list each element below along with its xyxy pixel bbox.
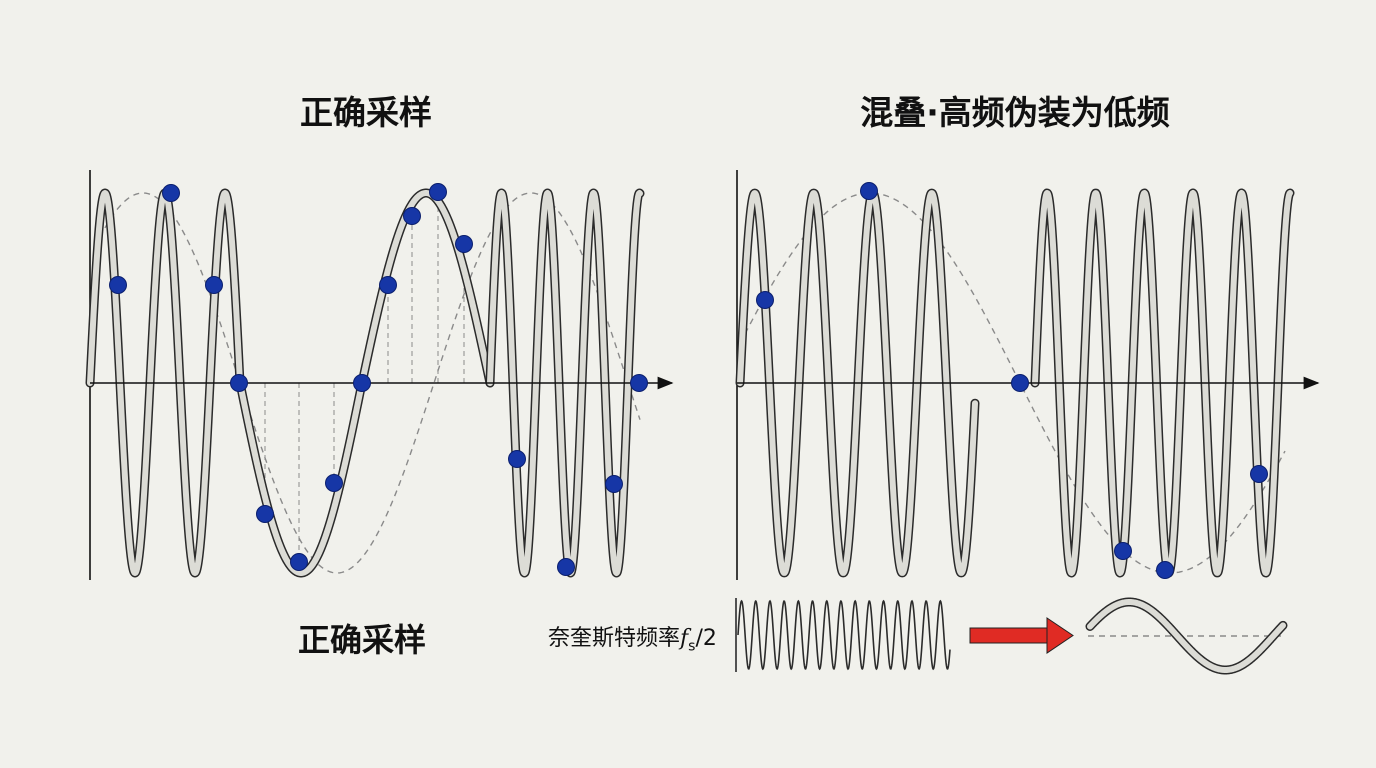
high-frequency-wave: [737, 599, 951, 671]
sample-dot: [429, 183, 447, 201]
sample-dot: [353, 374, 371, 392]
sample-dot: [205, 276, 223, 294]
sample-dot: [455, 235, 473, 253]
sample-dot: [162, 184, 180, 202]
sample-dot: [1011, 374, 1029, 392]
sample-dot: [1114, 542, 1132, 560]
sample-dot: [860, 182, 878, 200]
left-reconstructed-dashed-curve: [94, 192, 641, 574]
sample-dot: [379, 276, 397, 294]
sample-dot: [1250, 465, 1268, 483]
sample-dot: [605, 475, 623, 493]
nyquist-suffix: /2: [695, 626, 717, 651]
right-sample-points: [756, 182, 1268, 579]
left-panel: [85, 170, 674, 580]
left-panel-title: 正确采样: [300, 93, 432, 132]
nyquist-text: 奈奎斯特频率: [548, 626, 681, 651]
ribbon-fill: [1032, 190, 1293, 576]
sample-dot: [630, 374, 648, 392]
sample-dot: [230, 374, 248, 392]
right-arrow-icon: [969, 617, 1074, 654]
bottom-left-label: 正确采样: [297, 621, 427, 659]
nyquist-illustration: [735, 597, 1288, 675]
sample-dot: [1156, 561, 1174, 579]
ribbon-fill: [487, 190, 643, 576]
sample-dot: [557, 558, 575, 576]
sample-dot: [325, 474, 343, 492]
nyquist-frequency-label: 奈奎斯特频率fs/2: [548, 620, 717, 654]
left-sample-points: [109, 183, 648, 576]
right-alias-dashed-curve: [739, 192, 1286, 574]
right-signal-ribbon: [735, 188, 1295, 578]
nyquist-symbol: f: [680, 626, 689, 651]
sample-dot: [109, 276, 127, 294]
sample-dot: [403, 207, 421, 225]
sample-dot: [290, 553, 308, 571]
right-panel-title: 混叠·高频伪装为低频: [860, 93, 1170, 132]
ribbon-fill: [237, 380, 365, 576]
nyquist-subscript: s: [688, 638, 696, 655]
right-panel: [735, 170, 1320, 580]
ribbon-fill: [737, 190, 978, 576]
sample-dot: [508, 450, 526, 468]
sample-dot: [756, 291, 774, 309]
ribbon-fill: [1087, 599, 1286, 673]
sample-dot: [256, 505, 274, 523]
low-frequency-wave: [1085, 597, 1288, 675]
